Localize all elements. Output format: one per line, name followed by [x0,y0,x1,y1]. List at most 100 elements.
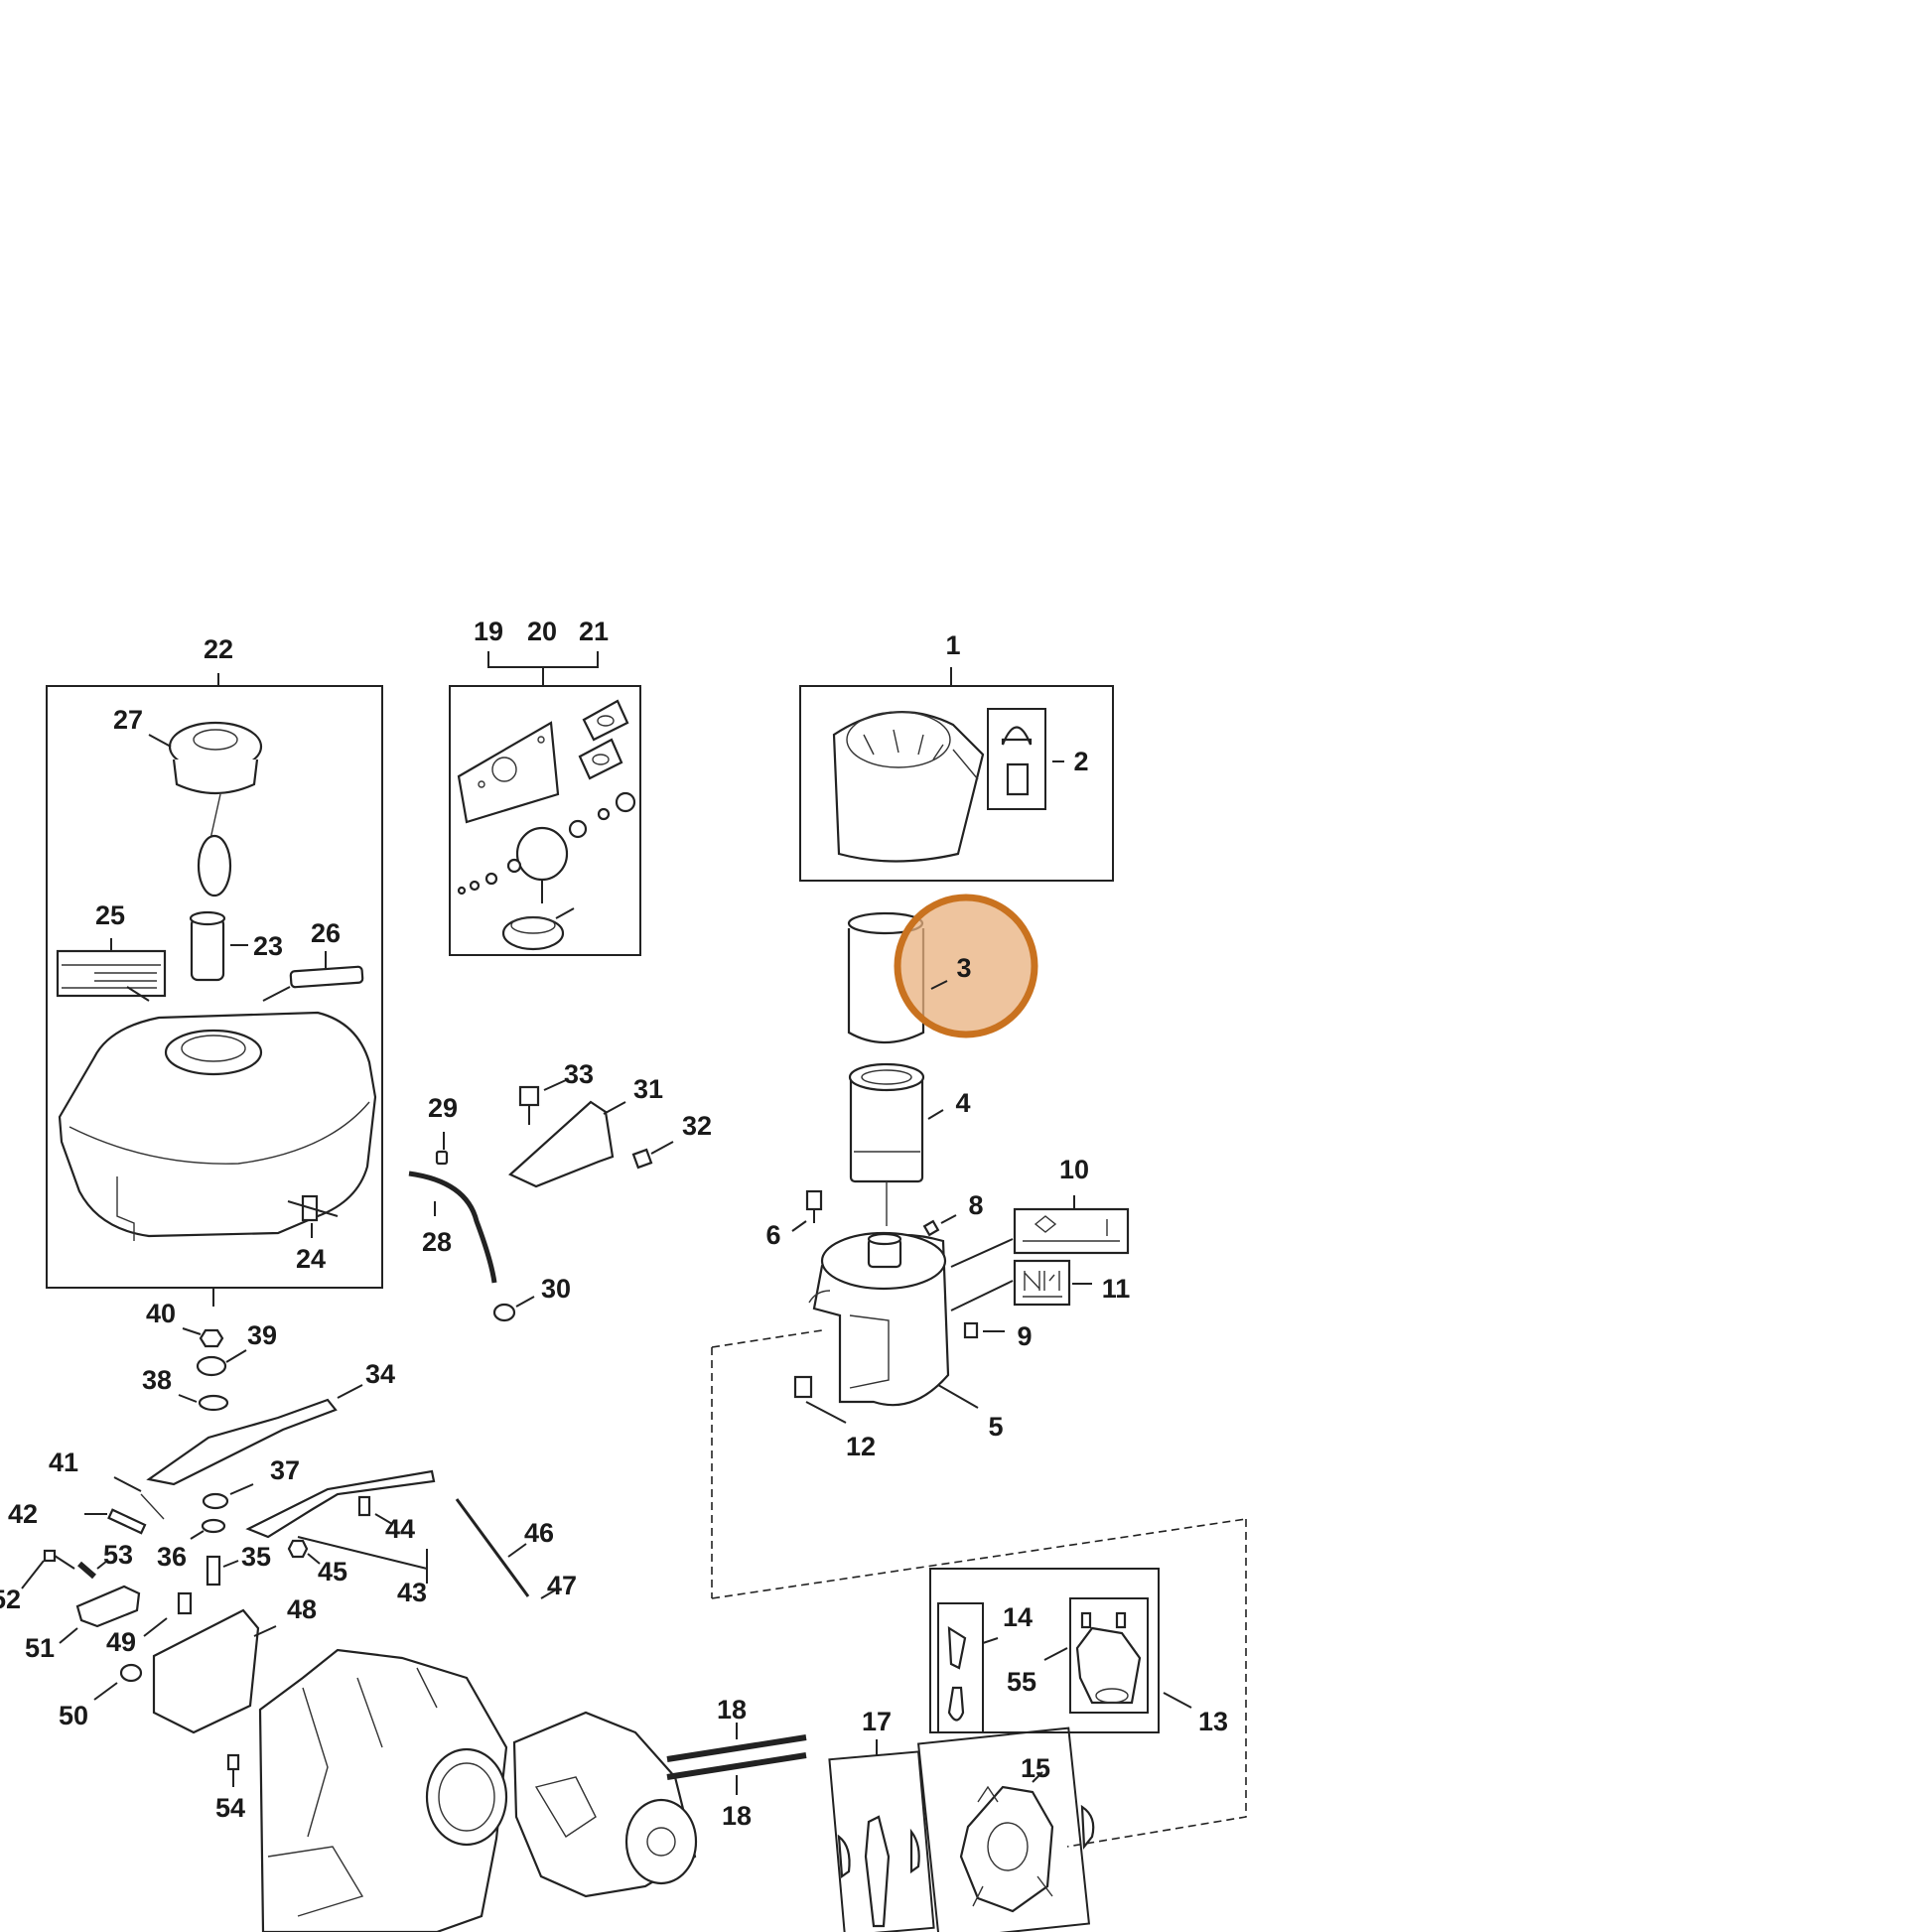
carb-body-55 [1075,1626,1142,1705]
callout-32: 32 [682,1111,712,1141]
crankcase-group [258,1648,807,1932]
nut-12 [793,1375,813,1399]
nut-39 [196,1355,227,1377]
crankcase [258,1648,508,1932]
gasket-kit-group [449,651,641,956]
washer-38 [198,1394,229,1412]
callout-3[interactable]: 3 [956,953,971,983]
callout-36: 36 [157,1542,187,1572]
clamp-29 [435,1150,449,1166]
washer-36 [201,1518,226,1534]
air-cleaner-clip-box [987,708,1046,810]
callout-19: 19 [474,617,503,646]
carb-box-15 [916,1726,1091,1932]
screw-8 [922,1219,940,1237]
callout-55: 55 [1007,1667,1036,1697]
callout-4: 4 [955,1088,970,1118]
callout-34: 34 [365,1359,395,1389]
callout-50: 50 [59,1701,88,1730]
control-lever-34 [146,1398,338,1486]
washer-50 [119,1663,143,1683]
inset-55-box [1069,1597,1149,1714]
governor-arm [245,1469,436,1539]
fuel-label-strip [289,965,364,989]
callout-22: 22 [204,634,233,664]
fuel-hose [408,1171,497,1284]
governor-plate-48 [152,1608,260,1734]
callout-47: 47 [547,1571,577,1600]
highlight-marker [894,894,1038,1038]
bolt-49 [177,1591,193,1615]
bolt-6 [805,1189,823,1211]
callout-labels: 1 2 3 4 5 6 8 9 10 11 12 13 14 15 17 18 … [0,617,1228,1831]
bolt-44 [357,1495,371,1517]
bracket-31 [508,1100,615,1188]
carburetor-15 [959,1785,1054,1913]
callout-31: 31 [633,1074,663,1104]
callout-28: 28 [422,1227,452,1257]
push-rod-upper [666,1734,807,1762]
callout-18-upper: 18 [717,1695,747,1725]
callout-30: 30 [541,1274,571,1304]
fuel-tank-group [46,673,383,1289]
callout-41: 41 [49,1448,78,1477]
rod-46-47 [455,1498,530,1597]
nut-40 [199,1328,224,1348]
callout-2: 2 [1073,747,1088,776]
callout-46: 46 [524,1518,554,1548]
push-rod-lower [666,1752,807,1780]
callout-33: 33 [564,1059,594,1089]
callout-8: 8 [968,1190,983,1220]
callout-35: 35 [241,1542,271,1572]
callout-23: 23 [253,931,283,961]
callout-27: 27 [113,705,143,735]
callout-45: 45 [318,1557,347,1587]
air-cleaner-cover [832,711,985,863]
callout-51: 51 [25,1633,55,1663]
head-gasket [457,721,560,824]
air-cleaner-cover-group [799,667,1114,882]
callout-12: 12 [846,1432,876,1461]
clamp-30 [492,1303,516,1322]
bolt-52 [43,1549,57,1563]
inset-14-box [937,1602,984,1733]
gasket-o-ring [515,826,569,882]
nut-45 [287,1539,309,1559]
callout-40: 40 [146,1299,176,1328]
label-10 [1013,1207,1130,1255]
insulator-17 [864,1815,891,1928]
air-filter-element [849,1075,924,1183]
callout-17: 17 [862,1707,892,1736]
fuel-line-group [408,1079,674,1322]
fuel-tank [58,1011,377,1238]
callout-13: 13 [1198,1707,1228,1736]
spring-53 [77,1561,96,1580]
bolt-32 [631,1148,653,1170]
float-pin-14 [947,1625,967,1670]
callout-26: 26 [311,918,341,948]
gasket-kit-box [449,685,641,956]
callout-24: 24 [296,1244,326,1274]
carburetor-group [828,1568,1192,1932]
governor-linkage-group [21,1289,559,1787]
callout-52: 52 [0,1585,21,1614]
fuel-tank-kit-box [46,685,383,1289]
callout-15: 15 [1021,1753,1050,1783]
callout-21: 21 [579,617,609,646]
callout-6: 6 [765,1220,780,1250]
callout-11: 11 [1102,1274,1131,1304]
callout-39: 39 [247,1320,277,1350]
callout-48: 48 [287,1594,317,1624]
callout-49: 49 [106,1627,136,1657]
air-cleaner-cover-box [799,685,1114,882]
callout-10: 10 [1059,1155,1089,1184]
callout-38: 38 [142,1365,172,1395]
carb-kit-box-13 [929,1568,1160,1733]
clip-icon [1001,726,1033,746]
callout-18-lower: 18 [722,1801,752,1831]
callout-44: 44 [385,1514,415,1544]
reference-lines [711,1329,1247,1848]
cap-o-ring [197,834,232,897]
callout-54: 54 [215,1793,245,1823]
